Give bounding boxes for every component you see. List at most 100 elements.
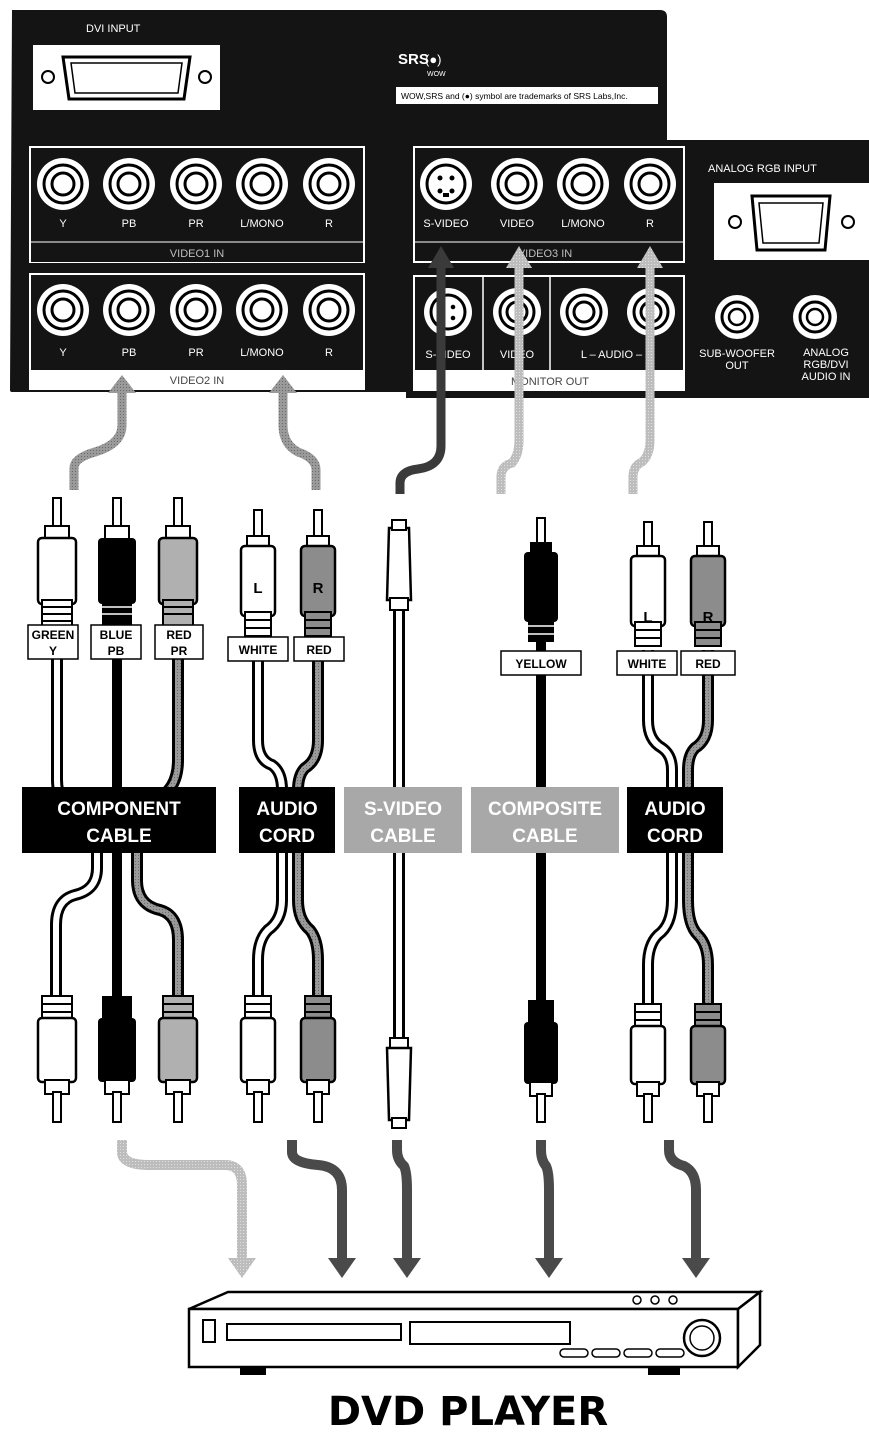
monitor-out-group: MONITOR OUT S-VIDEO VIDEO L – AUDIO – R <box>413 275 685 391</box>
top-plugs: L R L <box>36 497 727 647</box>
trademark-note: WOW,SRS and (●) symbol are trademarks of… <box>401 91 628 101</box>
tag-white-1: WHITE <box>239 643 278 657</box>
component-cable-band <box>22 787 216 853</box>
video3-port-r[interactable] <box>624 158 676 210</box>
plug-red-1-top: R <box>299 509 337 637</box>
video2-port-pr[interactable] <box>170 284 222 336</box>
lower-arrows <box>117 1140 710 1278</box>
srs-logo-mark: (●) <box>425 52 442 67</box>
srs-logo: SRS <box>398 51 429 68</box>
plug-green-bottom <box>36 995 78 1123</box>
video1-label-r: R <box>325 218 333 230</box>
video1-port-lmono[interactable] <box>236 158 288 210</box>
analog-audio-label-3: AUDIO IN <box>802 371 851 383</box>
svideo-cable-label-1: S-VIDEO <box>364 799 442 820</box>
audio-cord-2-band <box>627 787 723 853</box>
tag-white-2: WHITE <box>628 657 667 671</box>
tag-yellow-box <box>500 650 582 676</box>
svideo-cable-label-2: CABLE <box>370 826 435 847</box>
plug-blue-bottom <box>98 996 136 1123</box>
plug-yellow-top <box>524 517 558 642</box>
video2-label-lmono: L/MONO <box>240 347 284 359</box>
tag-white-1-box <box>227 636 289 662</box>
video2-port-r[interactable] <box>303 284 355 336</box>
video3-label-lmono: L/MONO <box>561 218 605 230</box>
plug-white-2-bottom <box>629 1003 667 1123</box>
plug-tag-r-1: R <box>313 580 324 597</box>
audio-cord-1-label-1: AUDIO <box>256 799 317 820</box>
subwoofer-label-1: SUB-WOOFER <box>699 348 775 360</box>
video1-port-pb[interactable] <box>103 158 155 210</box>
component-cable-label-2: CABLE <box>86 826 151 847</box>
tag-red-pr-1: RED <box>166 628 192 642</box>
video3-label-r: R <box>646 218 654 230</box>
arrow-up-video3-r <box>637 246 663 268</box>
video3-port-svideo[interactable] <box>420 158 472 210</box>
video1-label-pb: PB <box>122 218 137 230</box>
bottom-plugs <box>36 995 727 1129</box>
video3-title: VIDEO3 IN <box>518 248 572 260</box>
plug-tag-l-2: L <box>643 609 652 626</box>
plug-tag-l-1: L <box>253 580 262 597</box>
tag-red-2: RED <box>695 657 721 671</box>
video2-port-y[interactable] <box>37 284 89 336</box>
plug-white-1-top: L <box>239 509 277 637</box>
dvd-player-label: DVD PLAYER <box>328 1389 608 1434</box>
video3-port-video[interactable] <box>491 158 543 210</box>
tag-red-1-box <box>293 636 345 662</box>
video2-label-pr: PR <box>188 347 203 359</box>
tag-red-pr-box <box>154 624 204 660</box>
tag-red-pr-2: PR <box>171 644 188 658</box>
monitor-out-port-audio-l[interactable] <box>560 288 608 336</box>
video1-port-y[interactable] <box>37 158 89 210</box>
plug-red-2-top: R <box>689 521 727 647</box>
plug-svideo-top <box>385 519 413 611</box>
video3-label-svideo: S-VIDEO <box>423 218 469 230</box>
plug-tags: GREEN Y BLUE PB RED PR WHITE RED YELLOW … <box>27 624 736 676</box>
video2-port-lmono[interactable] <box>236 284 288 336</box>
analog-rgb-port[interactable] <box>728 194 855 252</box>
video3-in-group: VIDEO3 IN S-VIDEO VIDEO L/MONO R <box>413 146 685 263</box>
trademark-box <box>396 87 658 104</box>
plug-svideo-bottom <box>385 1037 413 1129</box>
tag-blue-box <box>90 624 142 660</box>
video1-title: VIDEO1 IN <box>170 248 224 260</box>
plug-red-1-bottom <box>299 995 337 1123</box>
audio-cord-2-label-2: CORD <box>647 826 703 847</box>
tag-blue-1: BLUE <box>100 628 133 642</box>
component-cable-label-1: COMPONENT <box>57 799 181 820</box>
audio-cord-2-label-1: AUDIO <box>644 799 705 820</box>
composite-cable-label-2: CABLE <box>512 826 577 847</box>
video1-port-r[interactable] <box>303 158 355 210</box>
subwoofer-out-port[interactable] <box>715 295 759 339</box>
tag-yellow: YELLOW <box>515 657 567 671</box>
video3-port-lmono[interactable] <box>557 158 609 210</box>
cable-labels: COMPONENT CABLE AUDIO CORD S-VIDEO CABLE… <box>22 787 723 853</box>
plug-red-2-bottom <box>689 1003 727 1123</box>
composite-cable-label-1: COMPOSITE <box>488 799 602 820</box>
dvi-port[interactable] <box>41 55 212 101</box>
video1-in-group: VIDEO1 IN Y PB PR L/MONO R <box>29 146 365 263</box>
upper-arrows <box>69 246 663 494</box>
arrow-up-video3-svideo <box>428 246 454 268</box>
analog-audio-label-1: ANALOG <box>803 347 849 359</box>
arrow-down-svideo <box>393 1258 421 1278</box>
monitor-out-port-svideo[interactable] <box>424 288 472 336</box>
analog-rgb-dvi-audio-port[interactable] <box>793 295 837 339</box>
plug-tag-r-2: R <box>703 609 714 626</box>
dvi-input-label: DVI INPUT <box>86 23 141 35</box>
video2-label-pb: PB <box>122 347 137 359</box>
tag-white-2-box <box>616 650 678 676</box>
svideo-cable-band <box>344 787 462 853</box>
video2-label-y: Y <box>59 347 67 359</box>
tag-blue-2: PB <box>108 644 125 658</box>
plug-green-top <box>36 497 78 627</box>
analog-rgb-input-label: ANALOG RGB INPUT <box>708 163 817 175</box>
video1-port-pr[interactable] <box>170 158 222 210</box>
video1-label-pr: PR <box>188 218 203 230</box>
monitor-out-label-svideo: S-VIDEO <box>425 349 471 361</box>
video2-port-pb[interactable] <box>103 284 155 336</box>
arrow-down-audio-2 <box>682 1258 710 1278</box>
audio-cord-1-band <box>239 787 335 853</box>
